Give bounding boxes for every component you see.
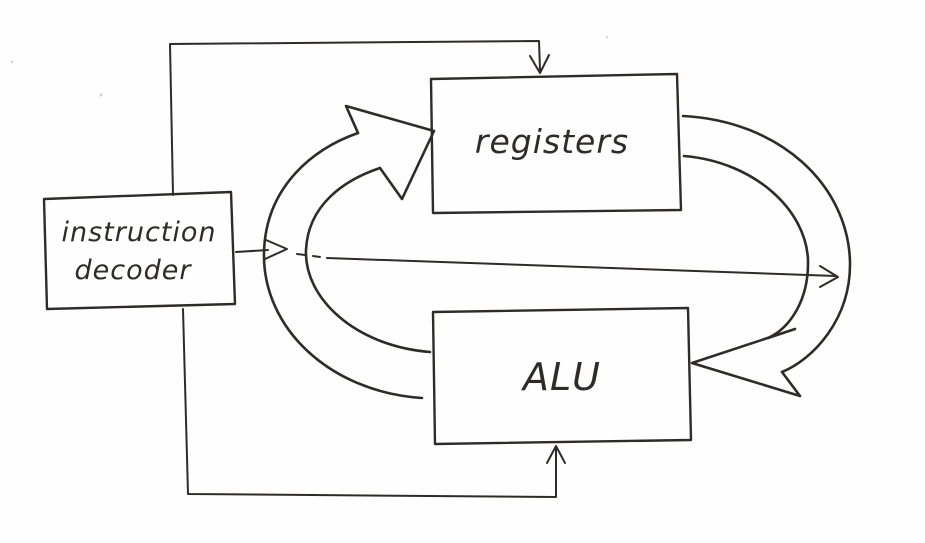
edge-middle-dash-1 xyxy=(296,253,306,256)
arrowhead-down-into-registers-icon xyxy=(529,54,550,74)
wide-arrowhead-into-registers-icon xyxy=(344,104,436,201)
edge-middle-dash-2 xyxy=(312,255,321,258)
edge-middle-long-segment xyxy=(326,257,837,277)
paper-speckle xyxy=(99,93,103,97)
wide-arrow-registers-to-alu-inner-curve xyxy=(682,154,810,340)
alu-box xyxy=(431,306,693,446)
instruction-decoder-box xyxy=(42,190,237,311)
wide-arrow-alu-to-registers-outer-curve xyxy=(262,131,424,400)
edge-decoder-to-registers-line xyxy=(169,40,541,196)
arrowhead-right-small-icon xyxy=(264,239,288,260)
registers-box xyxy=(429,72,683,215)
registers-label: registers xyxy=(475,122,629,161)
edge-decoder-to-alu-line xyxy=(182,308,557,498)
paper-speckle xyxy=(605,35,609,39)
arrowhead-right-end-icon xyxy=(819,265,839,288)
paper-speckle xyxy=(10,60,14,64)
wide-arrow-alu-to-registers-inner-curve xyxy=(304,166,432,354)
instruction-decoder-label-line1: instruction xyxy=(61,217,216,248)
edge-decoder-middle-segment xyxy=(235,249,269,253)
alu-label: ALU xyxy=(520,355,601,399)
instruction-decoder-label-line2: decoder xyxy=(75,255,193,286)
arrowhead-up-into-alu-icon xyxy=(546,445,566,464)
wide-arrowhead-into-alu-icon xyxy=(690,327,802,398)
wide-arrow-registers-to-alu-outer-curve xyxy=(681,114,852,374)
